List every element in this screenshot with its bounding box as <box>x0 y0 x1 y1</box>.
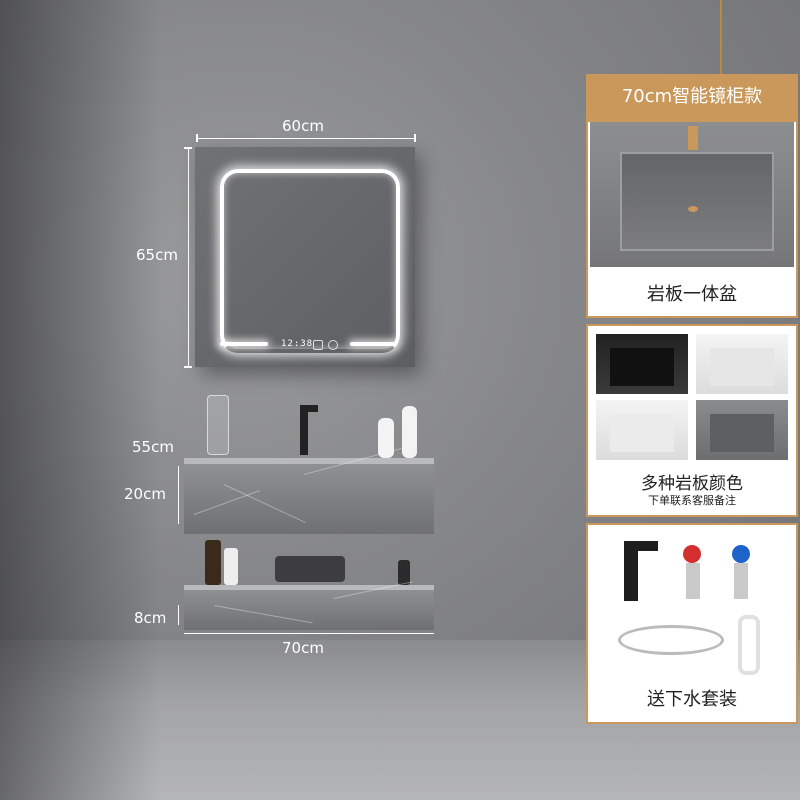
shelf-height-line <box>178 605 179 625</box>
section2-subcaption: 下单联系客服备注 <box>648 494 736 507</box>
drain-icon <box>688 206 698 212</box>
marble-vein <box>223 484 306 523</box>
product-variant-header: 70cm智能镜柜款 <box>586 74 798 120</box>
white-vase-small <box>378 418 394 458</box>
shelf-height-label: 8cm <box>134 609 167 627</box>
section1-caption: 岩板一体盆 <box>647 284 737 305</box>
lower-shelf <box>184 581 434 630</box>
hose-coil <box>618 625 724 655</box>
folded-towel <box>275 556 345 582</box>
defog-button-icon[interactable] <box>313 340 323 350</box>
lotion-bottle <box>224 548 238 585</box>
pendant-cord <box>720 0 722 90</box>
gold-faucet <box>688 126 698 150</box>
section-drain-kit: 送下水套装 <box>586 523 798 724</box>
led-frame <box>220 169 400 353</box>
drain-pipe <box>738 615 760 675</box>
cabinet-height-line <box>188 148 189 366</box>
section-stone-colors: 多种岩板颜色 下单联系客服备注 <box>586 324 798 517</box>
faucet-handle <box>300 405 318 412</box>
cabinet-height-label: 65cm <box>136 246 178 264</box>
stone-basin <box>184 445 434 534</box>
faucet-spout <box>624 541 658 551</box>
faucet-part <box>624 541 638 601</box>
light-button-icon[interactable] <box>328 340 338 350</box>
wall-shadow <box>0 0 160 800</box>
white-vase-tall <box>402 406 417 458</box>
small-bottle <box>398 560 410 585</box>
soap-dispenser <box>205 540 221 585</box>
mirror-cabinet: 12:38 <box>195 147 415 367</box>
led-bottom-right <box>350 342 396 346</box>
basin-photo <box>590 122 794 267</box>
vase-plant <box>207 395 229 455</box>
marble-vein <box>333 581 413 599</box>
black-faucet <box>300 405 308 455</box>
marble-vein <box>193 490 260 515</box>
cabinet-width-label: 60cm <box>282 117 324 135</box>
basin-depth-label: 55cm <box>132 438 174 456</box>
clock-display: 12:38 <box>281 339 314 349</box>
hot-valve-icon <box>683 545 701 563</box>
section-integrated-basin: 岩板一体盆 <box>586 120 798 318</box>
section3-caption: 送下水套装 <box>647 689 737 710</box>
vanity-width-label: 70cm <box>282 639 324 657</box>
led-bottom-left <box>220 342 268 346</box>
angle-valve <box>734 563 748 599</box>
gray-stone-swatch <box>696 400 788 460</box>
dim-tick <box>184 366 192 368</box>
section2-caption: 多种岩板颜色 <box>641 474 743 494</box>
basin-height-label: 20cm <box>124 485 166 503</box>
dim-tick <box>196 134 198 142</box>
dim-tick <box>414 134 416 142</box>
vanity-width-line <box>184 633 434 634</box>
white-stone-swatch <box>696 334 788 394</box>
marble-vein <box>213 605 313 624</box>
basin-height-line <box>178 466 179 524</box>
cold-valve-icon <box>732 545 750 563</box>
marble-vein <box>303 445 411 475</box>
basin-well <box>620 152 774 251</box>
dim-tick <box>184 147 192 149</box>
white-marble-swatch <box>596 400 688 460</box>
black-stone-swatch <box>596 334 688 394</box>
angle-valve <box>686 563 700 599</box>
cabinet-width-line <box>197 138 415 139</box>
